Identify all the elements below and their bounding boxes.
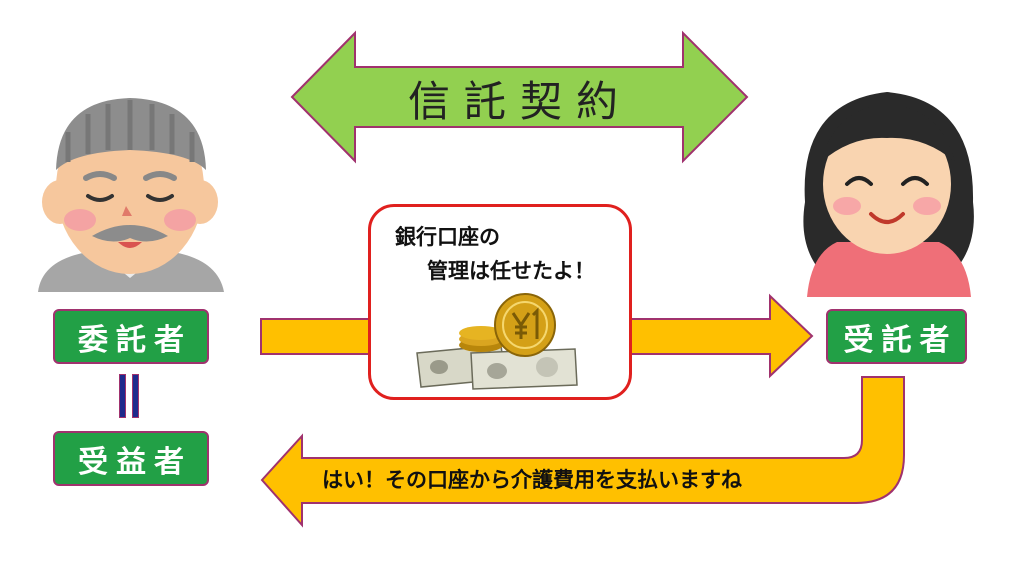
speech-bubble: 銀行口座の 管理は任せたよ！ [368, 204, 632, 400]
settlor-label: 委託者 [53, 309, 209, 364]
beneficiary-label: 受益者 [53, 431, 209, 486]
trustee-label: 受託者 [826, 309, 967, 364]
yen-coin-icon [494, 293, 556, 357]
return-message: はい！その口座から介護費用を支払いますね [322, 468, 742, 492]
bubble-text-line1: 銀行口座の [395, 225, 500, 249]
coin-stack-icon [459, 326, 503, 352]
contract-title: 信託契約 [407, 76, 632, 126]
banknote-icon [470, 348, 578, 390]
money-illustration [416, 293, 578, 390]
elderly-man-illustration [38, 98, 224, 292]
bubble-text-line2: 管理は任せたよ！ [427, 259, 595, 283]
woman-illustration [803, 92, 974, 297]
contract-double-arrow [290, 30, 749, 164]
return-arrow [260, 376, 905, 528]
equals-mark [118, 374, 142, 418]
